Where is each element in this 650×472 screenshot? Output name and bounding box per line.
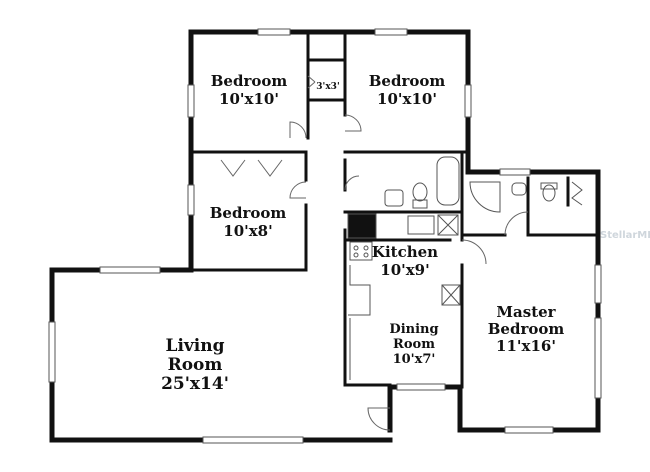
living-size: 25'x14': [161, 374, 229, 394]
fixtures: [347, 156, 583, 380]
door-swings: [220, 75, 529, 431]
kitchen-name: Kitchen: [372, 243, 438, 261]
room-dining: Dining Room 10'x7': [389, 322, 438, 367]
room-bedroom-nw: Bedroom 10'x10': [211, 72, 288, 108]
dining-name-line1: Dining: [389, 322, 438, 337]
walls: [49, 29, 601, 443]
room-bedroom-w: Bedroom 10'x8': [210, 204, 287, 240]
room-closet: 3'x3': [316, 82, 339, 92]
dining-size: 10'x7': [393, 352, 436, 367]
master-name-line1: Master: [496, 303, 556, 321]
bedroom-w-size: 10'x8': [223, 222, 272, 240]
closet-size: 3'x3': [316, 82, 339, 92]
bedroom-nw-name: Bedroom: [211, 72, 288, 90]
bedroom-ne-name: Bedroom: [369, 72, 446, 90]
master-size: 11'x16': [496, 337, 556, 355]
windows: [48, 28, 602, 444]
living-name-line1: Living: [166, 336, 225, 356]
room-kitchen: Kitchen 10'x9': [372, 243, 438, 279]
room-bedroom-ne: Bedroom 10'x10': [369, 72, 446, 108]
master-name-line2: Bedroom: [488, 320, 565, 338]
bedroom-ne-size: 10'x10': [377, 90, 437, 108]
room-living: Living Room 25'x14': [161, 336, 229, 394]
bedroom-w-name: Bedroom: [210, 204, 287, 222]
dining-name-line2: Room: [393, 337, 435, 352]
room-master-bedroom: Master Bedroom 11'x16': [488, 303, 565, 355]
living-name-line2: Room: [168, 355, 223, 375]
bedroom-nw-size: 10'x10': [219, 90, 279, 108]
watermark: StellarMLS: [600, 230, 650, 241]
kitchen-size: 10'x9': [380, 261, 429, 279]
